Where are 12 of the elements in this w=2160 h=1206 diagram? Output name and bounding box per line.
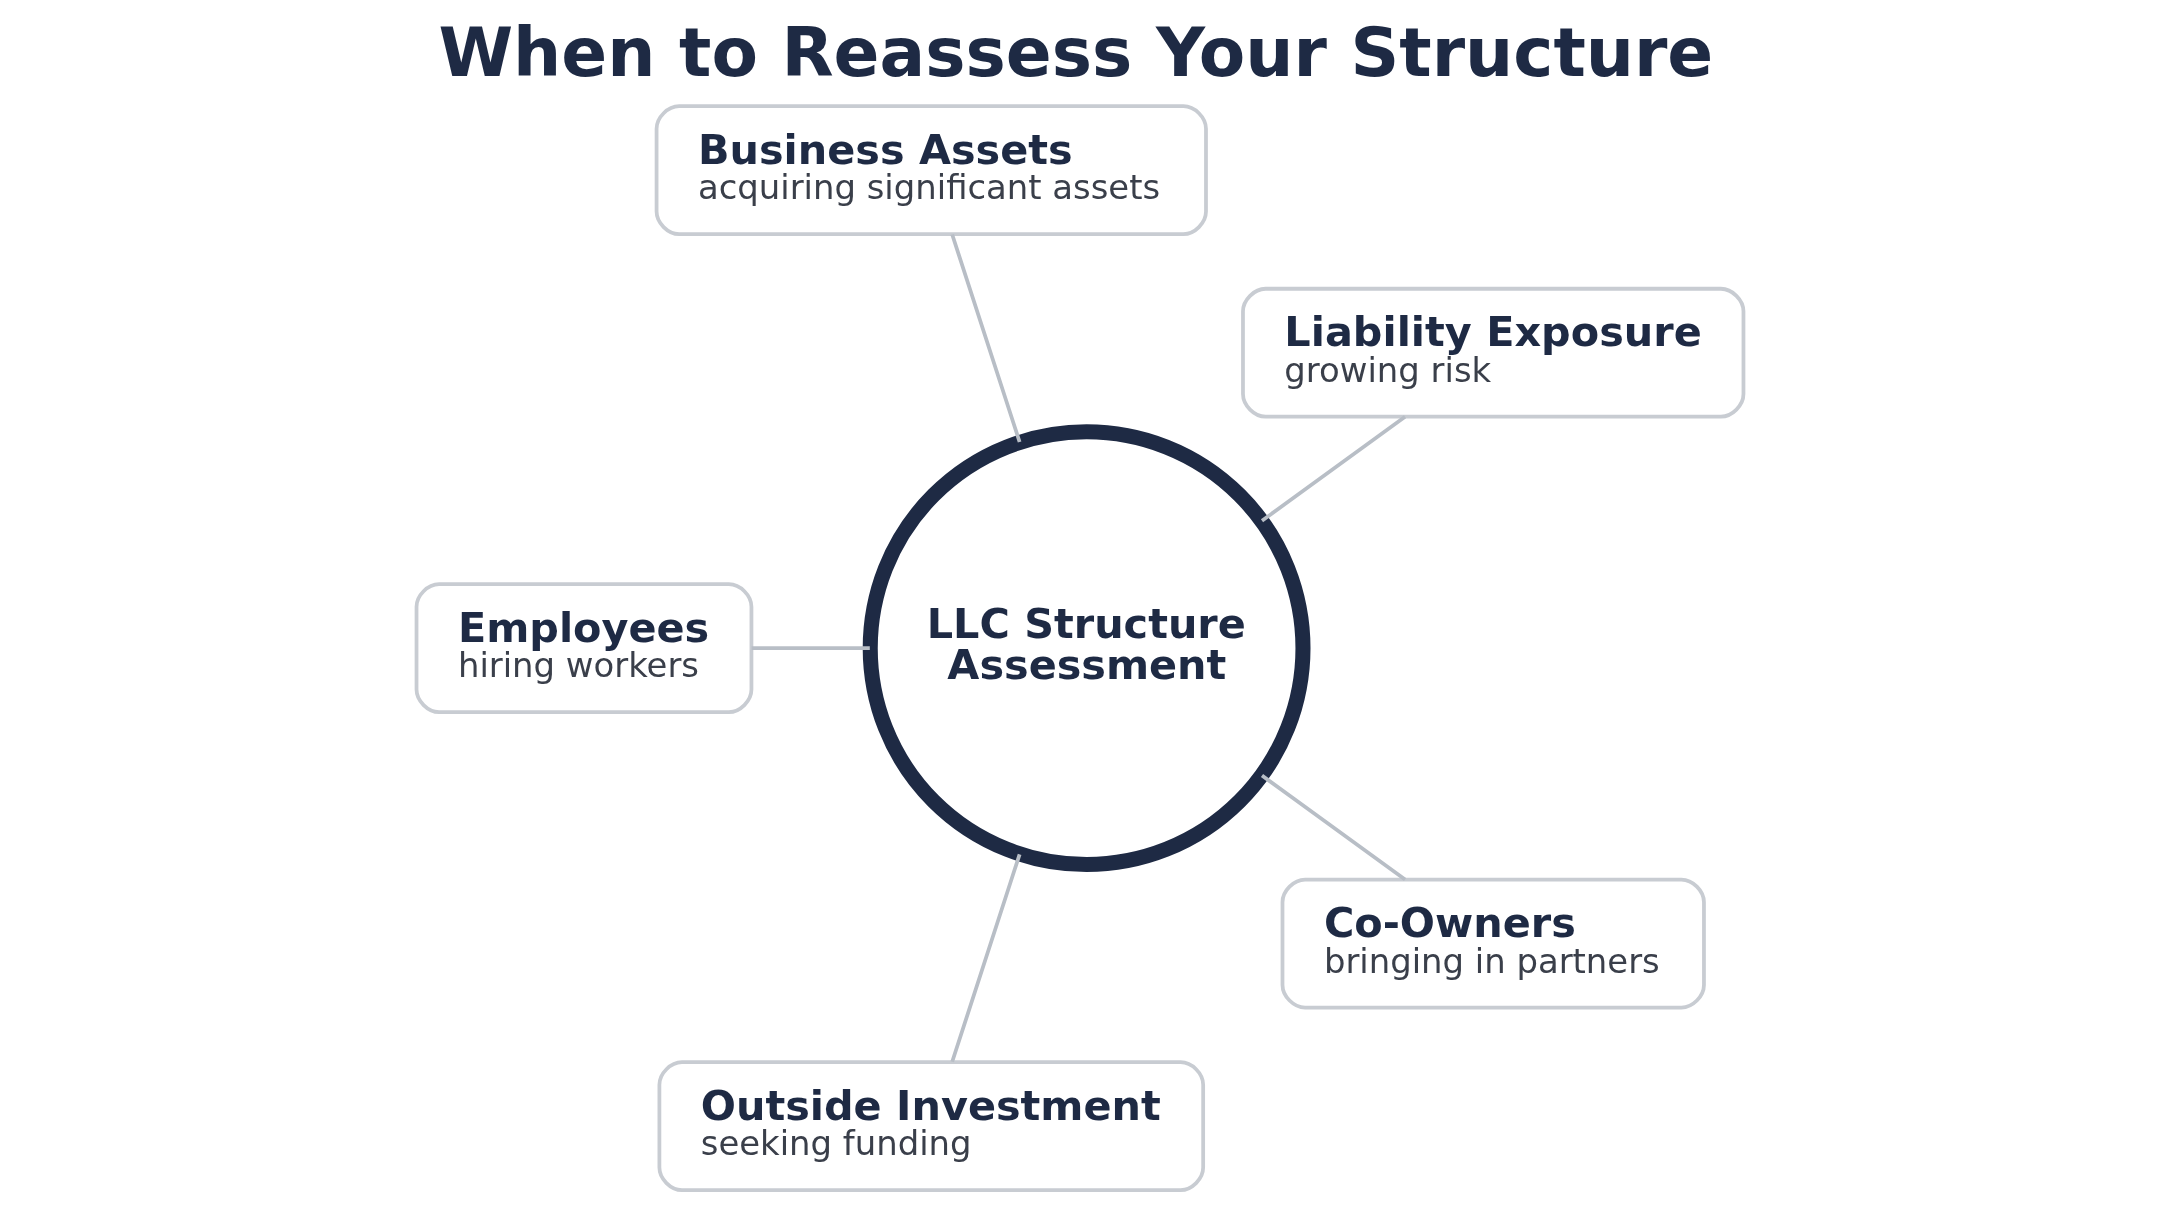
node-box: Liability Exposure growing risk <box>1241 286 1746 419</box>
node-box: Business Assets acquiring significant assets <box>654 104 1208 236</box>
connector <box>950 853 1022 1063</box>
connector <box>1260 415 1407 523</box>
connector <box>751 646 870 651</box>
diagram-title: When to Reassess Your Structure <box>438 12 1714 92</box>
node-box: Employees hiring workers <box>414 582 754 714</box>
node-box: Outside Investment seeking funding <box>657 1060 1206 1193</box>
node-circle: LLC Structure Assessment <box>862 424 1311 873</box>
node-box: Co-Owners bringing in partners <box>1280 877 1706 1010</box>
connector <box>950 233 1022 443</box>
connector <box>1260 774 1407 882</box>
